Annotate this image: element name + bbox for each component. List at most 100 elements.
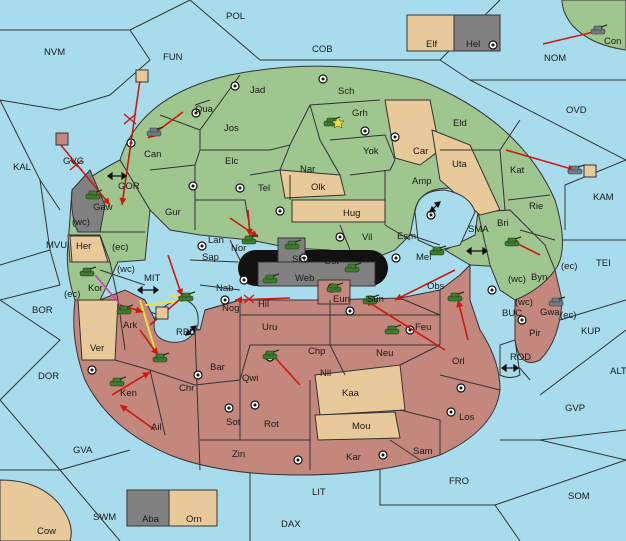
sea-label: LIT xyxy=(312,487,326,498)
army-unit-icon[interactable] xyxy=(344,262,362,273)
province-label: Tel xyxy=(258,183,270,194)
army-unit-icon[interactable] xyxy=(146,126,164,137)
province-label: Feu xyxy=(415,322,431,333)
land-uta xyxy=(431,129,501,216)
province-label: Nil xyxy=(320,368,331,379)
sea-label: GVA xyxy=(73,445,93,456)
sea-label: GOR xyxy=(118,181,140,192)
land-cow xyxy=(0,479,72,541)
army-unit-icon[interactable] xyxy=(567,164,585,175)
order-arrow xyxy=(121,79,141,206)
arrow-head xyxy=(151,347,158,355)
province-label: Sot xyxy=(226,417,241,428)
sea-label: FRO xyxy=(449,476,469,487)
svg-text:Orn: Orn xyxy=(186,514,202,525)
army-unit-icon[interactable] xyxy=(548,296,566,307)
province-label: Lan xyxy=(208,235,224,246)
province-label: Vil xyxy=(362,232,372,243)
coast-label: (wc) xyxy=(72,217,90,228)
province-label: Gwa xyxy=(540,307,560,318)
province-label: Skr xyxy=(292,254,306,265)
province-label: Gaw xyxy=(93,202,113,213)
land-her xyxy=(69,235,109,263)
army-unit-icon[interactable] xyxy=(85,189,103,200)
sea-label: FUN xyxy=(163,52,183,63)
army-unit-icon[interactable] xyxy=(447,291,465,302)
army-unit-icon[interactable] xyxy=(241,234,259,245)
province-label: Eun xyxy=(333,294,350,305)
coast-label: (ec) xyxy=(560,310,576,321)
star-icon xyxy=(331,116,345,129)
army-unit-icon[interactable] xyxy=(116,304,134,315)
sea-label: DAX xyxy=(281,519,301,530)
province-label: Can xyxy=(144,149,161,160)
province-label: Web xyxy=(295,273,314,284)
province-label: Sch xyxy=(338,86,354,97)
province-label: Ark xyxy=(123,320,138,331)
sea-label: SOM xyxy=(568,491,590,502)
land-mou xyxy=(314,411,401,441)
order-arrow xyxy=(119,404,156,431)
sea-label: POL xyxy=(226,11,245,22)
province-label: Sam xyxy=(413,446,433,457)
army-unit-icon[interactable] xyxy=(362,294,380,305)
province-label: Kar xyxy=(346,452,361,463)
province-label: Ail xyxy=(151,422,162,433)
army-unit-icon[interactable] xyxy=(384,324,402,335)
coast-label: (ec) xyxy=(64,289,80,300)
army-unit-icon[interactable] xyxy=(590,24,608,35)
sea-label: OVD xyxy=(566,105,587,116)
coast-label: (wc) xyxy=(117,264,135,275)
province-label: Jos xyxy=(224,123,239,134)
province-label: Gur xyxy=(165,207,181,218)
order-arrow xyxy=(505,149,576,171)
order-arrow xyxy=(167,254,183,297)
legend-top: Elf Hel xyxy=(406,14,501,52)
support-line xyxy=(139,299,156,351)
sea-label: TEI xyxy=(596,258,611,269)
arrow-head xyxy=(102,197,110,205)
army-unit-icon[interactable] xyxy=(152,352,170,363)
province-label: Orl xyxy=(452,356,465,367)
province-label: Uta xyxy=(452,159,468,170)
army-unit-icon[interactable] xyxy=(79,266,97,277)
army-unit-icon[interactable] xyxy=(178,291,196,302)
province-label: Rot xyxy=(264,419,279,430)
province-label: Los xyxy=(459,412,475,423)
land-hug xyxy=(291,199,386,223)
channel-arrows xyxy=(107,171,519,373)
army-unit-icon[interactable] xyxy=(429,245,447,256)
province-label: Sun xyxy=(367,294,384,305)
province-label: Bri xyxy=(497,218,509,229)
arrow-head xyxy=(395,293,403,300)
province-label: Ken xyxy=(120,388,137,399)
province-label: Grh xyxy=(352,108,368,119)
home-marker-icon xyxy=(155,306,169,320)
province-label: Mou xyxy=(352,421,370,432)
province-label: Elc xyxy=(225,156,238,167)
spiral-land xyxy=(66,65,563,476)
army-unit-icon[interactable] xyxy=(504,236,522,247)
province-label: Qua xyxy=(195,104,214,115)
army-unit-icon[interactable] xyxy=(109,376,127,387)
arrow-head xyxy=(135,306,143,314)
province-label: Nor xyxy=(231,243,246,254)
sea-label: BUC xyxy=(502,308,522,319)
province-label: Her xyxy=(76,241,91,252)
convoy-line xyxy=(94,274,126,311)
sea-label: BOR xyxy=(32,305,53,316)
province-label: Mel xyxy=(416,252,431,263)
army-unit-icon[interactable] xyxy=(284,239,302,250)
home-marker-icon xyxy=(135,69,149,83)
army-unit-icon[interactable] xyxy=(262,349,280,360)
sea-label: ROD xyxy=(510,352,531,363)
army-unit-icon[interactable] xyxy=(262,273,280,284)
army-unit-icon[interactable] xyxy=(326,282,344,293)
sea-label: NVM xyxy=(44,47,65,58)
supply-centers xyxy=(87,40,527,465)
sea-label: KAM xyxy=(593,192,614,203)
province-label: Byn xyxy=(531,272,547,283)
order-arrow xyxy=(59,143,111,206)
